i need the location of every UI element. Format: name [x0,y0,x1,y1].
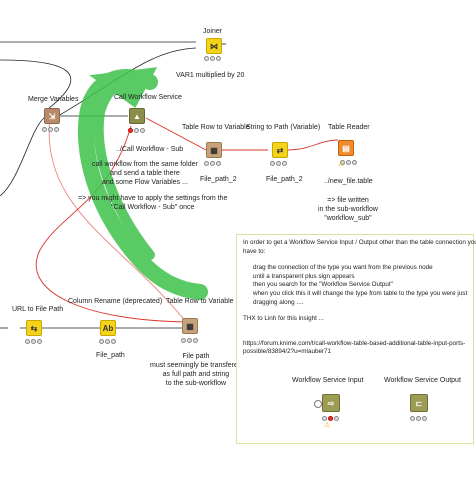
url-to-file-path-node[interactable]: ⇆ [26,320,42,336]
string-to-path-status [270,161,290,166]
joiner-status [204,56,224,61]
call-workflow-annotation: ../Call Workflow - Sub [116,146,184,153]
table-row-to-variable-1-annotation: File_path_2 [200,176,237,183]
url-to-file-path-icon: ⇆ [30,323,38,333]
comment-line: "Call Workflow - Sub" once [110,204,195,211]
comment-line: in the sub-workflow [318,206,378,213]
comment-line: => you might have to apply the settings … [78,195,228,202]
node-label-table-row-to-variable-1: Table Row to Variable [182,124,250,131]
comment-line: call workflow from the same folder [92,161,198,168]
table-row-to-variable-icon: ▦ [186,321,194,331]
node-label-workflow-service-input: Workflow Service Input [292,377,364,384]
merge-variables-status [42,127,62,132]
table-reader-status [340,160,360,165]
annotation-line: as full path and string [162,371,230,378]
workflow-service-output-node[interactable]: ⊏ [410,394,428,412]
workflow-service-output-status [410,416,430,421]
node-label-call-workflow: Call Workflow Service [114,94,182,101]
note-step: drag the connection of the type you want… [253,264,433,272]
table-row-to-variable-node-2[interactable]: ▦ [182,318,198,334]
workflow-service-input-status [322,416,342,421]
string-to-path-icon: ⇄ [276,145,284,155]
workflow-service-output-icon: ⊏ [415,398,423,408]
workflow-service-input-icon: ⇨ [327,398,335,408]
node-label-table-row-to-variable-2: Table Row to Variable [166,298,234,305]
note-step: then you search for the "Workflow Servic… [253,281,393,289]
workflow-service-input-node[interactable]: ⇨ [322,394,340,412]
note-link[interactable]: https://forum.knime.com/t/call-workflow-… [243,339,466,347]
table-row-to-variable-1-status [204,161,224,166]
note-thanks: THX to Linh for this insight ... [243,315,324,323]
node-label-merge-variables: Merge Variables [28,96,79,103]
merge-variables-node[interactable]: ⇲ [44,108,60,124]
call-workflow-icon: ▲ [133,111,141,121]
table-row-to-variable-2-annotation: File path must seemingly be transfered a… [150,352,242,388]
node-label-column-rename: Column Rename (deprecated) [68,298,163,305]
apply-settings-comment: => you might have to apply the settings … [78,194,227,212]
note-step: dragging along .... [253,298,304,306]
node-label-workflow-service-output: Workflow Service Output [384,377,461,384]
note-intro-line: have to: [243,247,266,255]
call-workflow-status [128,128,148,133]
joiner-node[interactable]: ⋈ [206,38,222,54]
workflow-annotation-box: In order to get a Workflow Service Input… [236,234,476,444]
string-to-path-annotation: File_path_2 [266,176,303,183]
comment-line: => file written [327,197,369,204]
column-rename-node[interactable]: Ab [100,320,116,336]
joiner-annotation: VAR1 multiplied by 20 [176,72,245,79]
warning-icon: ⚠ [338,161,345,168]
column-rename-annotation: File_path [96,352,125,359]
table-reader-annotation: ../new_file.table [324,178,373,185]
note-intro-line: In order to get a Workflow Service Input… [243,239,476,246]
node-label-string-to-path: String to Path (Variable) [246,124,321,131]
green-annotation-arrow [78,67,208,300]
table-row-to-variable-node-1[interactable]: ▦ [206,142,222,158]
url-to-file-path-status [25,339,45,344]
warning-icon: ⚠ [324,422,331,429]
connection [0,59,72,113]
connection [0,117,45,197]
annotation-line: to the sub-workflow [165,380,227,387]
connection [287,139,339,151]
node-label-joiner: Joiner [203,28,223,35]
connection [145,117,207,151]
note-step: when you click this it will change the t… [253,289,468,297]
table-row-to-variable-icon: ▦ [210,145,218,155]
table-row-to-variable-2-status [181,338,201,343]
annotation-line: must seemingly be transfered [150,362,242,369]
flow-variable-port [314,400,322,408]
merge-variables-icon: ⇲ [48,111,56,121]
node-label-url-to-file-path: URL to File Path [12,306,64,313]
file-written-comment: => file written in the sub-workflow "wor… [318,196,378,223]
comment-line: and send a table there [110,170,180,177]
call-workflow-node[interactable]: ▲ [129,108,145,124]
string-to-path-node[interactable]: ⇄ [272,142,288,158]
table-reader-node[interactable]: ▤ [338,140,354,156]
column-rename-status [99,339,119,344]
note-link[interactable]: possible/83894/2?u=mlauber71 [243,348,332,356]
annotation-line: File path [182,353,210,360]
node-label-table-reader: Table Reader [328,124,370,131]
connection [48,115,187,323]
comment-line: "workflow_sub" [324,215,372,222]
call-workflow-comment: call workflow from the same folder and s… [92,160,198,187]
note-step: until a transparent plus sign appears [253,272,355,280]
comment-line: and some Flow Variables ... [101,179,188,186]
table-reader-icon: ▤ [342,143,350,153]
column-rename-icon: Ab [102,323,114,333]
joiner-icon: ⋈ [210,41,218,51]
